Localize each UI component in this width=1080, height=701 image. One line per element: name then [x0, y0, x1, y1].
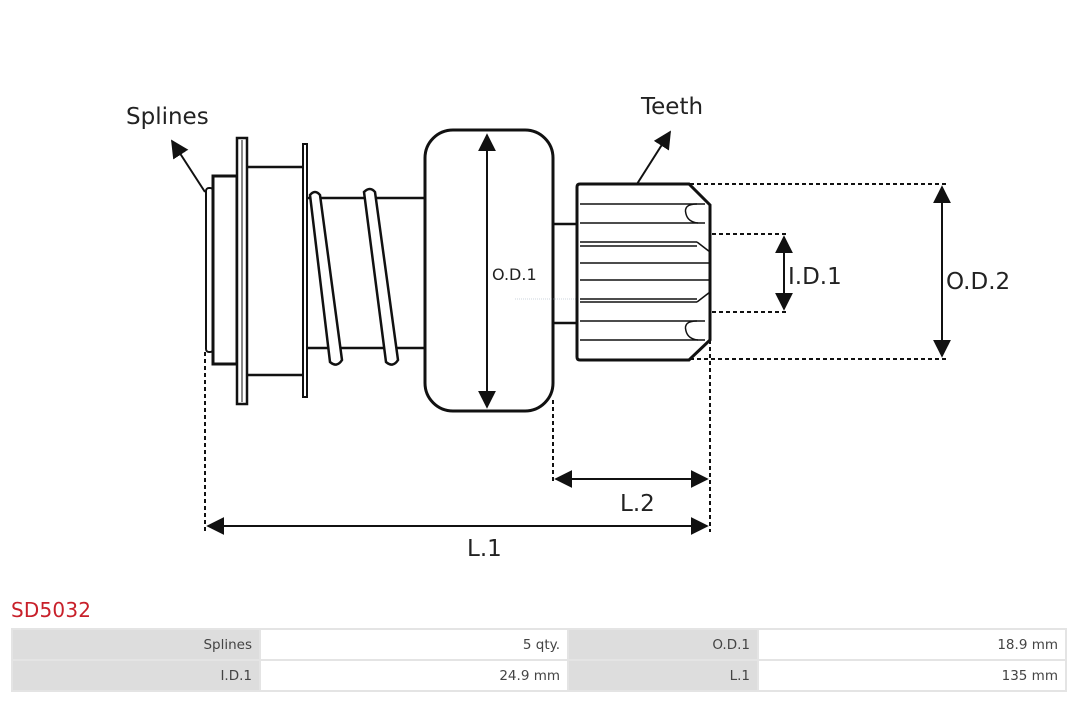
teeth-pointer-arrow: [636, 130, 671, 185]
dimension-extension-lines: [204, 183, 947, 532]
table-row: I.D.1 24.9 mm L.1 135 mm: [13, 661, 1065, 690]
l2-label: L.2: [620, 491, 655, 517]
spec-label: I.D.1: [13, 661, 259, 690]
table-row: Splines 5 qty. O.D.1 18.9 mm: [13, 630, 1065, 659]
spec-value: 5 qty.: [261, 630, 567, 659]
starter-drive-diagram: Splines Teeth O.D.1 I.D.1 O.D.2 L.2 L.1: [126, 94, 1010, 562]
spec-value: 135 mm: [759, 661, 1065, 690]
spec-value: 18.9 mm: [759, 630, 1065, 659]
pinion-gear: [575, 182, 712, 362]
spec-label: Splines: [13, 630, 259, 659]
splines-end: [205, 136, 308, 406]
product-code-title: SD5032: [11, 598, 92, 622]
l1-label: L.1: [467, 536, 502, 562]
od1-label: O.D.1: [492, 265, 537, 284]
teeth-label: Teeth: [640, 94, 703, 120]
od2-label: O.D.2: [946, 269, 1010, 295]
specifications-table: Splines 5 qty. O.D.1 18.9 mm I.D.1 24.9 …: [11, 628, 1067, 692]
splines-pointer-arrow: [171, 139, 206, 193]
spec-label: L.1: [569, 661, 757, 690]
id1-label: I.D.1: [788, 264, 842, 290]
splines-label: Splines: [126, 104, 209, 130]
spec-value: 24.9 mm: [261, 661, 567, 690]
spec-label: O.D.1: [569, 630, 757, 659]
spring-shaft: [307, 187, 425, 366]
